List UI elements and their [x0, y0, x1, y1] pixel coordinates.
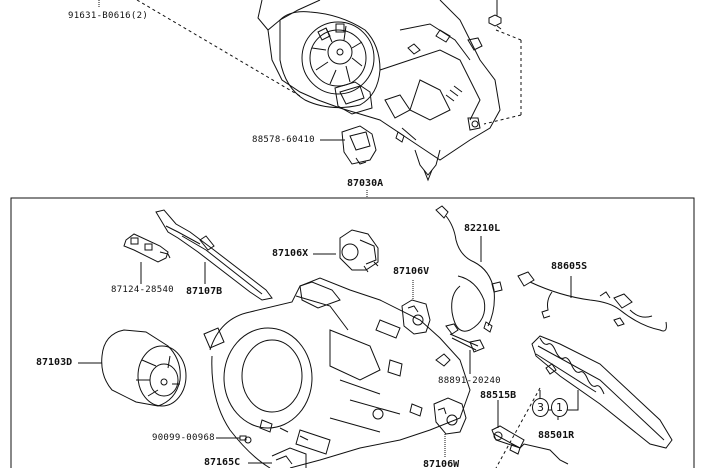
main-housing-drawing — [204, 278, 470, 468]
servo-x-drawing — [313, 230, 378, 272]
callout-circle-1: 1 — [551, 398, 568, 417]
thermistor-drawing — [450, 334, 484, 374]
upper-heater-unit-drawing — [258, 0, 500, 180]
damper-link-drawing — [156, 210, 272, 300]
part-label-servo-c: 87165C — [204, 457, 241, 468]
part-label-servo-w: 87106W — [423, 459, 460, 470]
part-label-servo-x: 87106X — [272, 248, 309, 259]
part-label-blower-motor: 87103D — [36, 357, 73, 368]
part-label-wire-harness-l: 82210L — [464, 223, 501, 234]
part-label-evaporator-bracket: 88515B — [480, 390, 517, 401]
part-label-damper-servo-upper: 88578-60410 — [252, 135, 315, 145]
evaporator-bracket-drawing — [492, 400, 568, 464]
servo-c-drawing — [248, 448, 306, 468]
blower-motor-drawing — [78, 330, 186, 406]
upper-guide-lines — [137, 0, 521, 124]
part-label-thermistor: 88891-20240 — [438, 376, 501, 386]
wire-harness-l-drawing — [436, 206, 502, 334]
part-label-screw: 90099-00968 — [152, 433, 215, 443]
upper-damper-servo-drawing — [342, 126, 376, 164]
servo-w-drawing — [434, 398, 466, 458]
evaporator-drawing — [532, 336, 672, 448]
part-label-wire-harness-s: 88605S — [551, 261, 588, 272]
servo-v-drawing — [402, 280, 430, 334]
part-label-damper-link: 87107B — [186, 286, 223, 297]
resistor-drawing — [124, 234, 170, 284]
part-label-evaporator: 88501R — [538, 430, 575, 441]
part-label-servo-v: 87106V — [393, 266, 430, 277]
wire-harness-s-drawing — [518, 272, 666, 331]
callout-circle-3: 3 — [532, 398, 549, 417]
screw-drawing — [216, 436, 251, 443]
main-assembly-label: 87030A — [347, 178, 384, 189]
part-label-resistor: 87124-28540 — [111, 285, 174, 295]
upper-bolt-drawing — [489, 0, 501, 29]
main-assembly-frame — [11, 198, 694, 468]
part-label-bolt-upper: 91631-B0616(2) — [68, 11, 149, 21]
